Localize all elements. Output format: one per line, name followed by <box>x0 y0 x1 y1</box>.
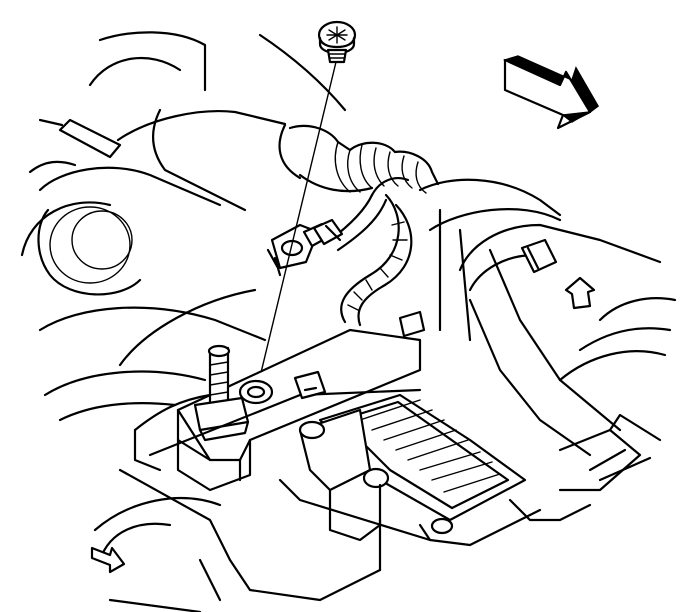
wire-harness <box>328 177 413 327</box>
upper-left-hose <box>88 31 347 212</box>
connector-latch <box>520 238 558 274</box>
up-arrow-icon <box>564 276 596 310</box>
exploded-view-line <box>257 61 337 386</box>
air-intake-tube <box>20 118 222 296</box>
ground-screw-icon <box>317 20 357 64</box>
front-arrow-icon <box>90 546 126 574</box>
air-box-opening <box>318 393 527 522</box>
small-bracket <box>293 310 426 400</box>
corrugated-boot <box>278 123 440 194</box>
ground-terminal <box>266 218 344 277</box>
air-filter-housing <box>418 178 677 457</box>
sensor-connector <box>298 408 390 542</box>
stud-hole <box>238 379 274 405</box>
right-housing-edge <box>558 413 662 492</box>
direction-arrow-icon <box>502 55 599 130</box>
